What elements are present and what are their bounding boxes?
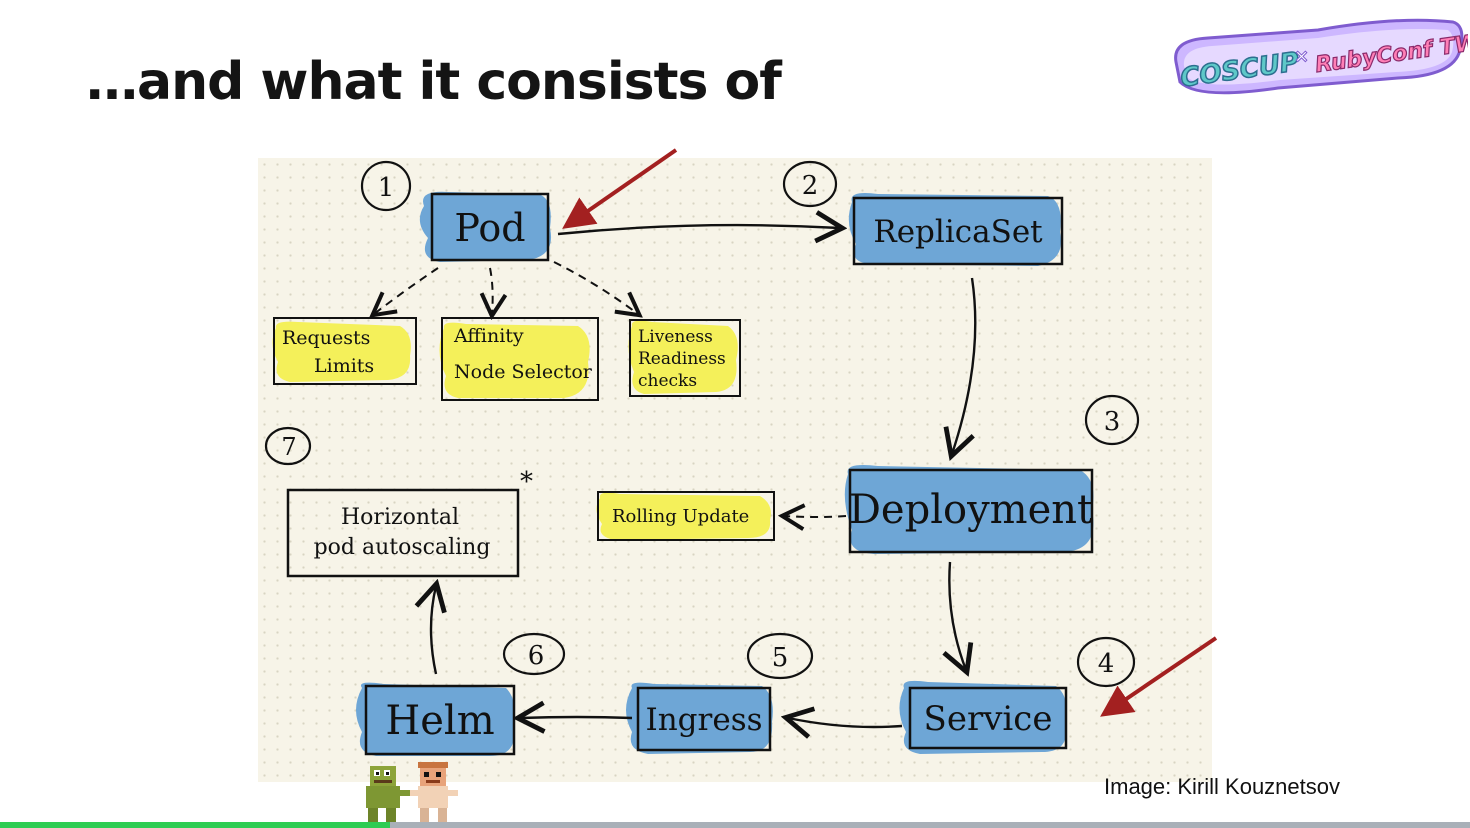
dashed-arrow-pod-to-liveness [553, 261, 638, 314]
affinity-line1: Affinity [453, 325, 524, 347]
hpa-label-line1: Horizontal [341, 505, 459, 530]
k8s-diagram: Pod ReplicaSet Deployment Service Ingres… [264, 160, 1140, 756]
replicaset-highlight [848, 193, 1062, 266]
dashed-arrow-pod-to-requests [374, 267, 439, 314]
arrow-service-to-ingress [788, 718, 903, 727]
liveness-line3: checks [638, 371, 697, 391]
logo-separator: × [1294, 46, 1309, 67]
hpa-number: 7 [281, 433, 296, 461]
arrow-deployment-to-service [949, 561, 966, 670]
helm-label: Helm [385, 698, 494, 744]
rolling-box [597, 491, 775, 541]
arrow-helm-to-hpa [431, 586, 436, 675]
progress-bar-grey [390, 822, 1470, 828]
requests-box [273, 317, 417, 385]
hpa-asterisk: * [520, 467, 533, 497]
requests-line1: Requests [282, 327, 370, 349]
dashed-arrow-pod-to-affinity [490, 267, 493, 314]
dashed-arrow-deployment-to-rolling [784, 516, 847, 517]
affinity-highlight [439, 322, 590, 398]
helm-highlight [356, 682, 515, 756]
ingress-label: Ingress [645, 702, 762, 738]
hpa-number-badge: 7 [264, 426, 312, 466]
ingress-number: 5 [772, 643, 789, 673]
affinity-box [441, 317, 599, 401]
diagram-board: Pod ReplicaSet Deployment Service Ingres… [258, 158, 1212, 782]
pod-number-badge: 1 [360, 160, 412, 212]
arrow-replicaset-to-deployment [952, 277, 977, 454]
conference-logo: COSCUP × RubyConf TW [1174, 18, 1468, 94]
deployment-box [848, 468, 1094, 554]
progress-bar-green [0, 822, 390, 828]
pod-highlight [419, 191, 552, 262]
liveness-line1: Liveness [638, 327, 713, 347]
replicaset-label: ReplicaSet [873, 214, 1043, 250]
green-monster-sprite [366, 766, 412, 824]
helm-number: 6 [528, 641, 545, 671]
hpa-box [286, 488, 520, 578]
rolling-highlight [596, 492, 771, 540]
deployment-number-badge: 3 [1084, 394, 1140, 446]
replicaset-number: 2 [802, 171, 819, 201]
liveness-highlight [628, 320, 738, 394]
liveness-line2: Readiness [638, 349, 726, 369]
deployment-highlight [844, 465, 1094, 554]
arrow-pod-to-replicaset [557, 225, 840, 234]
pod-box [430, 192, 550, 262]
ingress-highlight [626, 682, 773, 754]
requests-line2: Limits [314, 355, 374, 377]
affinity-line2: Node Selector [454, 361, 593, 383]
requests-highlight [272, 321, 411, 382]
arrow-ingress-to-helm [520, 717, 633, 718]
hpa-label-line2: pod autoscaling [314, 535, 491, 560]
replicaset-number-badge: 2 [782, 160, 838, 208]
rolling-line1: Rolling Update [612, 506, 749, 527]
replicaset-box [852, 196, 1064, 266]
service-highlight [899, 680, 1067, 754]
orange-robot-sprite [410, 762, 458, 824]
service-number: 4 [1098, 649, 1115, 679]
pod-label: Pod [454, 206, 525, 250]
deployment-label: Deployment [849, 487, 1093, 533]
image-credit: Image: Kirill Kouznetsov [1104, 774, 1340, 799]
pixel-mascots [366, 762, 458, 824]
service-box [908, 686, 1068, 750]
slide-title: …and what it consists of [86, 52, 782, 112]
service-label: Service [924, 699, 1053, 739]
helm-number-badge: 6 [502, 632, 566, 676]
deployment-number: 3 [1104, 407, 1121, 437]
ingress-box [636, 686, 772, 752]
service-number-badge: 4 [1076, 636, 1136, 688]
liveness-box [629, 319, 741, 397]
pod-number: 1 [378, 173, 395, 203]
ingress-number-badge: 5 [746, 632, 814, 680]
